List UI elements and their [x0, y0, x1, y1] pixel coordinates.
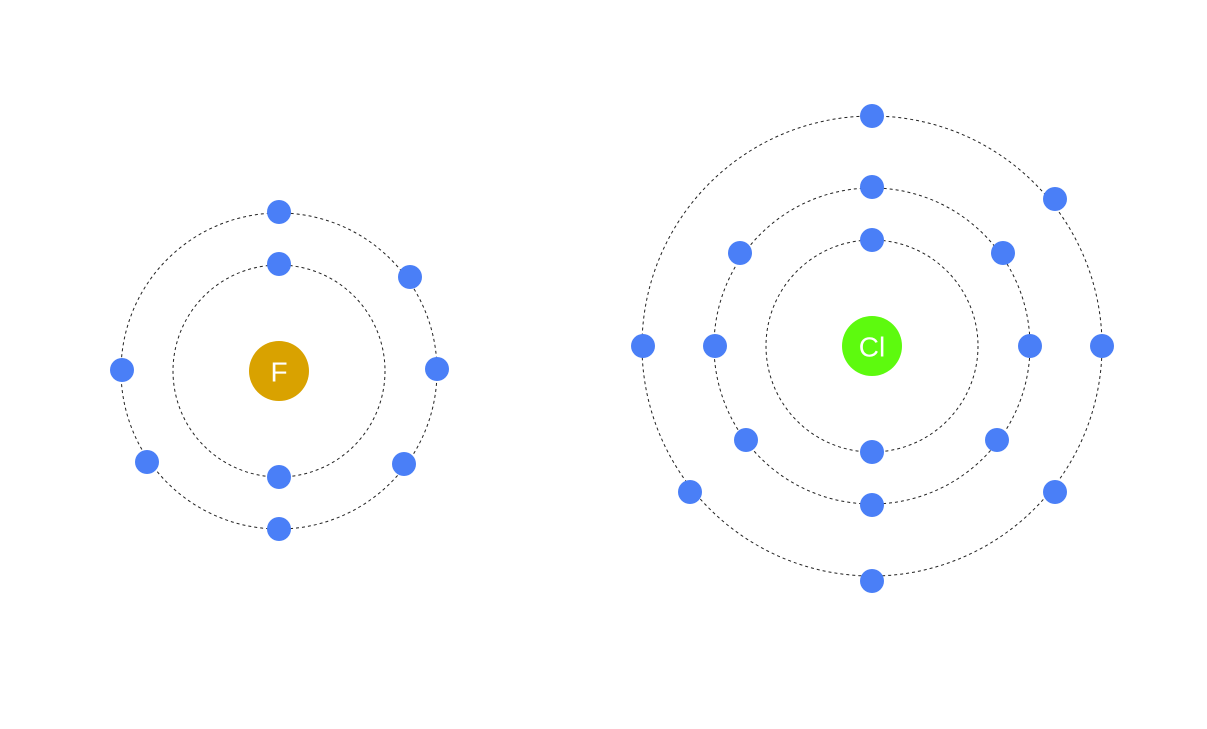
cl-electron	[860, 493, 884, 517]
cl-electron	[860, 175, 884, 199]
cl-electron	[985, 428, 1009, 452]
cl-electron	[860, 440, 884, 464]
f-electron	[267, 252, 291, 276]
cl-electron	[1090, 334, 1114, 358]
f-electron	[392, 452, 416, 476]
f-nucleus	[249, 341, 309, 401]
f-electron	[267, 465, 291, 489]
f-electron	[135, 450, 159, 474]
f-electron	[398, 265, 422, 289]
f-nucleus-symbol: F	[270, 357, 287, 388]
f-electron	[110, 358, 134, 382]
cl-electron	[703, 334, 727, 358]
cl-electron	[1018, 334, 1042, 358]
cl-electron	[1043, 480, 1067, 504]
cl-nucleus-symbol: Cl	[859, 332, 885, 363]
cl-electrons	[631, 104, 1114, 593]
f-electron	[267, 517, 291, 541]
f-electrons	[110, 200, 449, 541]
cl-electron	[734, 428, 758, 452]
cl-electron	[860, 569, 884, 593]
atom-fluorine: F	[110, 200, 449, 541]
cl-electron	[991, 241, 1015, 265]
atom-chlorine: Cl	[631, 104, 1114, 593]
f-electron	[267, 200, 291, 224]
cl-electron	[678, 480, 702, 504]
cl-electron	[728, 241, 752, 265]
f-electron	[425, 357, 449, 381]
cl-electron	[631, 334, 655, 358]
cl-nucleus	[842, 316, 902, 376]
cl-electron	[1043, 187, 1067, 211]
cl-electron	[860, 228, 884, 252]
cl-electron	[860, 104, 884, 128]
